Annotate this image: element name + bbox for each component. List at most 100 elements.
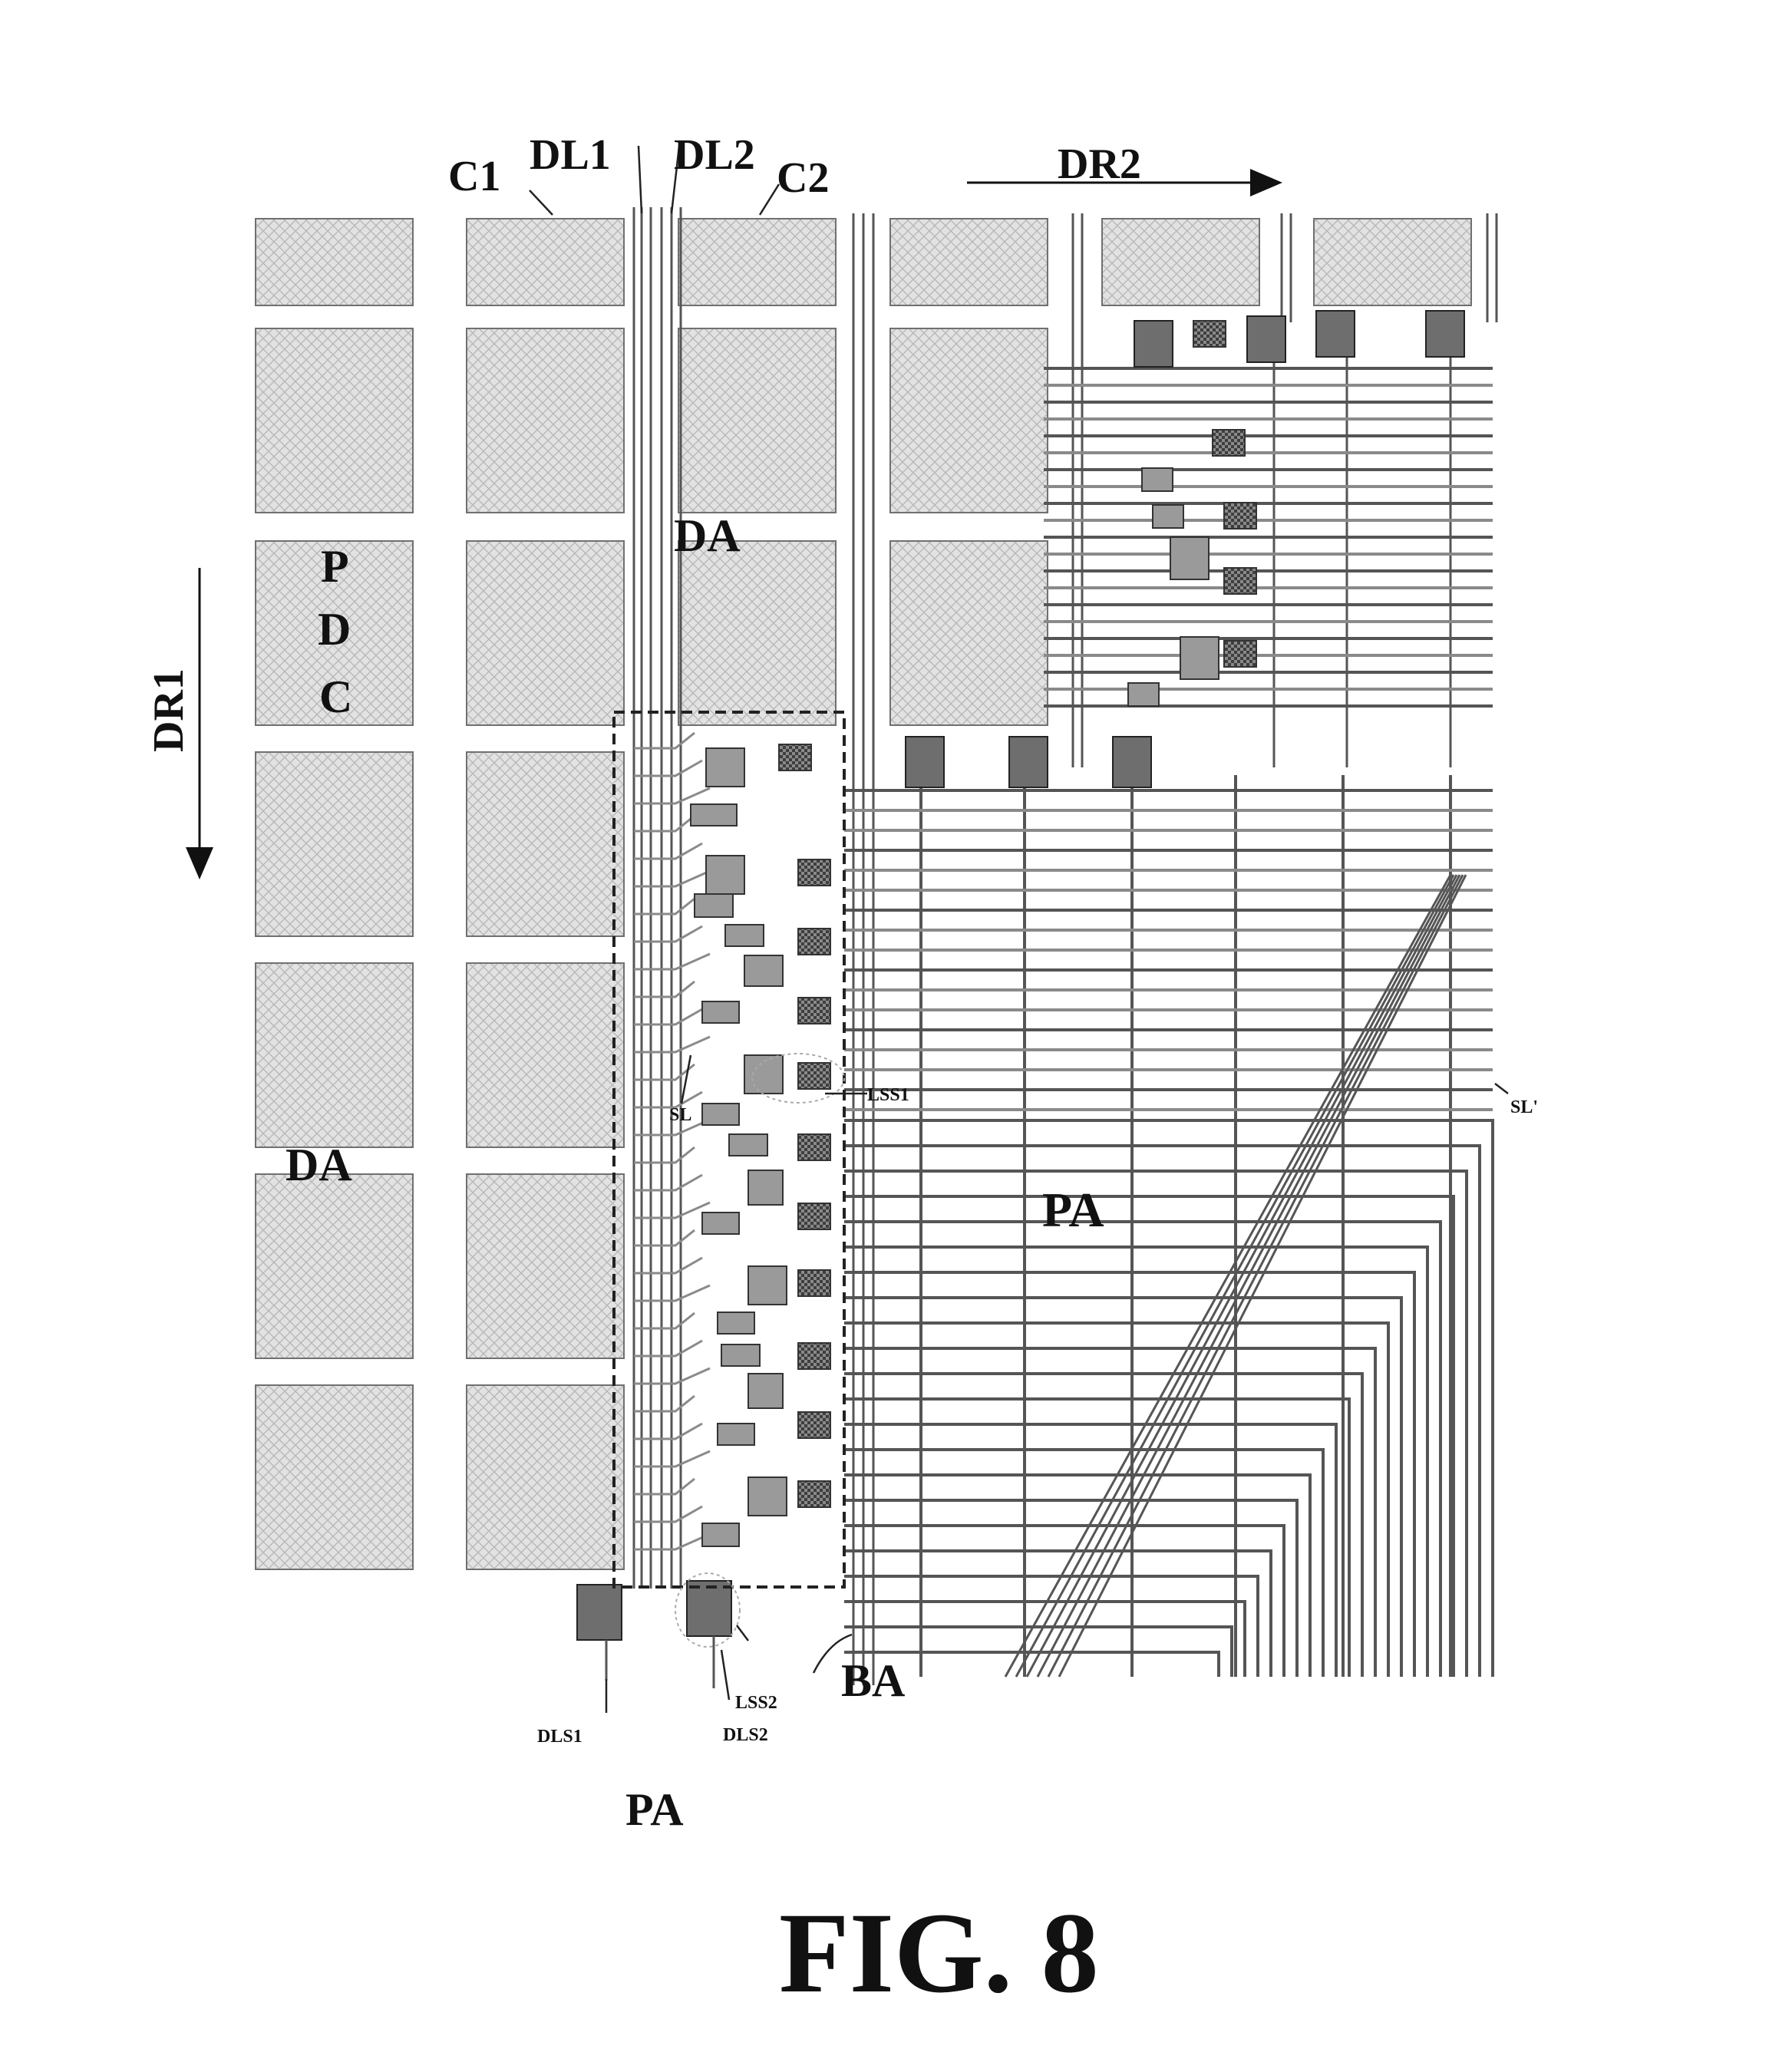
transistor — [744, 1054, 784, 1094]
fanout-line — [634, 1311, 695, 1330]
label-dl1: DL1 — [530, 131, 611, 179]
pixel-pad — [1313, 218, 1472, 306]
pixel-pad — [466, 328, 625, 513]
pixel-pad — [255, 218, 414, 306]
fanout-line — [634, 1146, 695, 1164]
label-c2: C2 — [777, 154, 829, 202]
lss1-marker — [751, 1053, 845, 1104]
routed-line — [844, 1448, 1325, 1677]
transistor — [1425, 310, 1465, 358]
fanout-line — [634, 1394, 695, 1413]
label-dr1: DR1 — [145, 668, 193, 752]
transistor — [1246, 315, 1286, 363]
fanout-line — [634, 1201, 711, 1219]
transistor — [717, 1311, 755, 1335]
switch-block — [797, 1062, 831, 1090]
label-lss1: LSS1 — [867, 1085, 909, 1105]
fanout-line — [634, 925, 703, 943]
fanout-line — [634, 1284, 711, 1302]
switch-block — [797, 1342, 831, 1370]
pixel-pad — [678, 218, 837, 306]
transistor — [1008, 736, 1048, 788]
transistor — [747, 1265, 787, 1305]
routed-line — [844, 1246, 1429, 1677]
pixel-pad — [466, 751, 625, 937]
fanout-line — [634, 1533, 711, 1551]
routed-line — [844, 1499, 1299, 1677]
transistor — [1170, 536, 1210, 580]
pixel-pad — [466, 1384, 625, 1570]
transistor — [728, 1133, 768, 1156]
fanout-line — [634, 869, 711, 888]
switch-block — [1212, 429, 1246, 457]
fanout-line — [634, 980, 695, 998]
switch-block — [1223, 502, 1257, 530]
diagonal-line — [1047, 874, 1464, 1678]
pixel-pad — [889, 540, 1048, 726]
routed-line — [844, 1600, 1246, 1677]
routed-line — [844, 1372, 1364, 1677]
switch-block — [1193, 320, 1226, 348]
fanout-line — [634, 897, 695, 916]
transistor — [747, 1170, 784, 1206]
switch-block — [797, 859, 831, 886]
switch-block — [797, 1411, 831, 1439]
label-da-left: DA — [285, 1140, 352, 1190]
routed-line — [844, 1397, 1351, 1677]
label-dl2: DL2 — [674, 131, 755, 179]
fanout-line — [634, 1477, 695, 1496]
routed-line — [844, 1575, 1259, 1677]
pixel-pad — [1101, 218, 1260, 306]
routed-line — [844, 1321, 1390, 1677]
switch-block — [778, 744, 812, 771]
transistor — [747, 1373, 784, 1409]
pixel-pad — [466, 1173, 625, 1359]
fanout-line — [634, 1339, 703, 1358]
diagonal-line — [1004, 874, 1452, 1678]
pixel-pad — [255, 751, 414, 937]
transistor — [1152, 504, 1184, 529]
diagonal-line — [1025, 874, 1458, 1678]
routed-line — [844, 1524, 1285, 1677]
pixel-pad — [255, 540, 414, 726]
label-dls1: DLS1 — [537, 1727, 582, 1747]
peripheral-lines — [844, 367, 1493, 1111]
transistor — [744, 955, 784, 987]
pixel-pad — [466, 962, 625, 1148]
transistor — [701, 1212, 740, 1235]
transistor — [1141, 467, 1173, 492]
switch-block — [797, 1133, 831, 1161]
transistor — [1127, 682, 1160, 707]
pixel-pads — [255, 218, 1472, 1570]
routed-line — [844, 1119, 1494, 1677]
pixel-pad — [889, 328, 1048, 513]
pixel-pad — [255, 962, 414, 1148]
pixel-pad — [678, 540, 837, 726]
fanout-line — [634, 1090, 703, 1109]
transistor — [721, 1344, 761, 1367]
diagonal-line — [1058, 874, 1467, 1678]
switch-block — [1223, 640, 1257, 668]
fanout-line — [634, 787, 711, 805]
figure-caption: FIG. 8 — [779, 1889, 1099, 2017]
transistor — [701, 1523, 740, 1547]
pixel-pad — [889, 218, 1048, 306]
fanout-line — [634, 1505, 703, 1523]
transistor — [905, 736, 945, 788]
label-pdc-d: D — [318, 604, 351, 655]
fanout-line — [634, 814, 695, 833]
switch-block — [1223, 567, 1257, 595]
label-dls2: DLS2 — [723, 1725, 768, 1745]
pixel-pad — [255, 1384, 414, 1570]
routed-line — [844, 1347, 1377, 1677]
routed-line — [844, 1195, 1455, 1677]
routed-line — [844, 1423, 1338, 1677]
bending-area-box — [612, 711, 846, 1589]
transistor — [701, 1001, 740, 1024]
fanout-line — [634, 1422, 703, 1440]
transistor — [694, 893, 734, 918]
routed-line — [844, 1296, 1403, 1677]
transistor — [747, 1476, 787, 1516]
pixel-pad — [255, 328, 414, 513]
fanout-line — [634, 1008, 703, 1026]
